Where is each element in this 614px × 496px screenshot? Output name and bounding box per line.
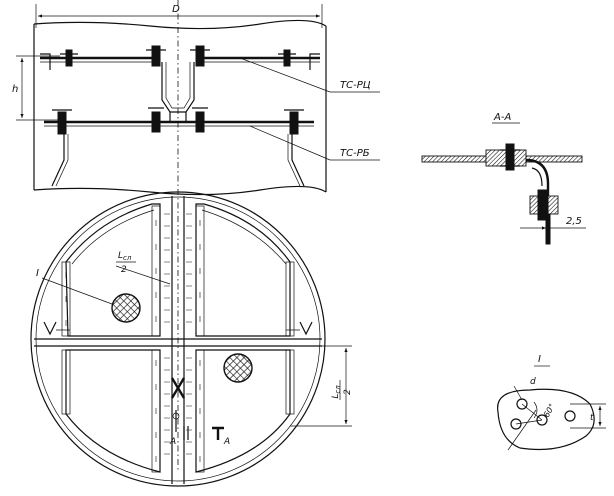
chord-side-sub: сл <box>334 385 342 394</box>
detail-t-label: t <box>590 413 594 423</box>
plan-view: I Lсл 2 Lсл 2 А А <box>30 191 353 487</box>
svg-text:Lсл: Lсл <box>118 251 132 262</box>
detail-i-title: I <box>538 354 541 365</box>
dimension-h-label: h <box>12 84 18 95</box>
chord-top-num: L <box>118 251 123 261</box>
detail-i-view: I d 60° t <box>497 354 606 451</box>
lower-tray <box>44 107 314 187</box>
manhole-lower <box>223 353 253 383</box>
chord-side-den: 2 <box>343 389 353 395</box>
section-dim-label: 2,5 <box>566 216 582 227</box>
section-a-a-title: А-А <box>493 112 511 123</box>
upper-tray-label: ТС-РЦ <box>340 80 371 91</box>
chord-top-sub: сл <box>123 254 132 262</box>
cut-a-left: А <box>169 437 176 447</box>
detail-d-label: d <box>530 377 536 387</box>
section-a-a-view: А-А 2,5 <box>421 112 586 245</box>
dimension-d-label: D <box>172 4 180 15</box>
detail-angle-label: 60° <box>542 402 557 419</box>
manhole-upper <box>111 293 141 323</box>
chord-side-num: L <box>331 394 341 399</box>
detail-mark-label: I <box>36 268 39 279</box>
upper-tray <box>40 45 320 113</box>
elevation-view: D h <box>12 0 380 470</box>
beam-strips <box>43 205 313 473</box>
cut-a-right: А <box>223 437 230 447</box>
lower-tray-label: ТС-РБ <box>340 148 370 159</box>
chord-top-den: 2 <box>121 265 127 275</box>
svg-text:Lсл: Lсл <box>331 385 342 399</box>
